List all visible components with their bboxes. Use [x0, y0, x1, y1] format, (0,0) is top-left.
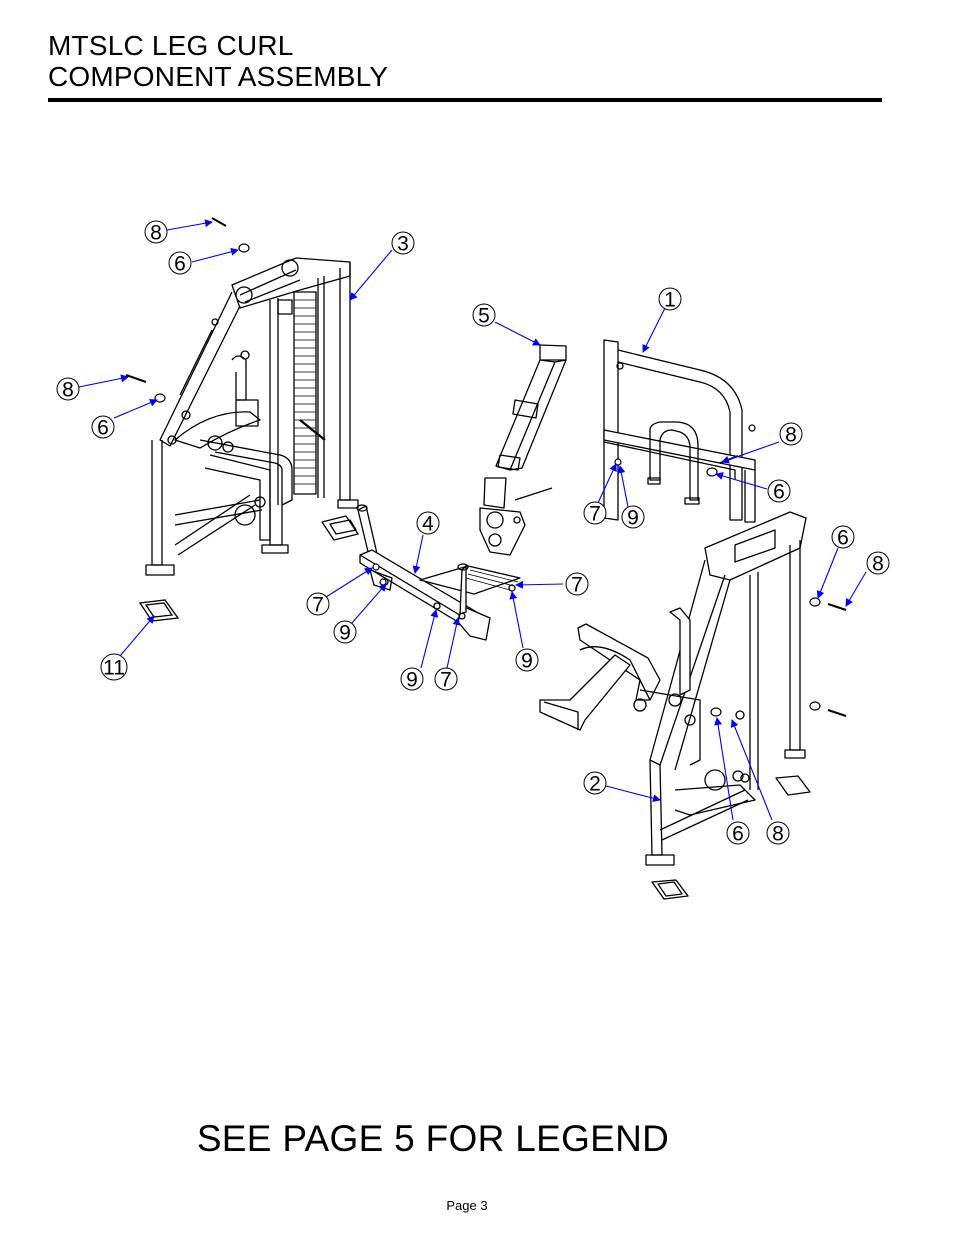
callout-label: 6	[773, 481, 785, 504]
title-underline	[48, 98, 882, 102]
callout-label: 8	[150, 222, 162, 245]
frame-part-1	[603, 339, 756, 523]
callout-balloon: 8	[56, 377, 80, 402]
callout-label: 4	[422, 513, 434, 536]
callout-balloon: 6	[831, 525, 855, 550]
callout-label: 6	[837, 527, 849, 550]
callout-balloon: 6	[91, 415, 115, 440]
callout-balloon: 7	[306, 592, 330, 617]
callout-balloon: 7	[583, 501, 607, 526]
callout-label: 9	[339, 622, 351, 645]
callout-label: 1	[664, 289, 676, 312]
callout-label: 6	[97, 417, 109, 440]
page-number: Page 3	[446, 1198, 488, 1213]
callout-balloon: 5	[472, 303, 496, 328]
callout-balloon: 8	[866, 551, 890, 576]
frame-part-2	[539, 511, 811, 900]
legend-note: SEE PAGE 5 FOR LEGEND	[196, 1118, 670, 1159]
callout-label: 9	[521, 650, 533, 673]
hardware	[125, 217, 847, 717]
callout-label: 7	[571, 574, 583, 597]
callout-label: 9	[627, 507, 639, 530]
callout-balloon: 9	[400, 667, 424, 692]
callout-balloon: 6	[726, 821, 750, 846]
page-title-line-2: COMPONENT ASSEMBLY	[48, 61, 389, 92]
callout-label: 7	[440, 669, 452, 692]
callout-balloon: 6	[168, 251, 192, 276]
callout-label: 3	[397, 233, 409, 256]
callout-balloon: 2	[583, 771, 607, 796]
callout-label: 6	[174, 253, 186, 276]
callout-label: 2	[589, 773, 601, 796]
arm-part-5	[479, 344, 567, 556]
callout-label: 8	[872, 553, 884, 576]
callout-label: 6	[732, 823, 744, 846]
callout-label: 7	[312, 594, 324, 617]
page-title-line-1: MTSLC LEG CURL	[48, 30, 294, 61]
callout-balloon: 8	[779, 422, 803, 447]
callout-label: 9	[406, 669, 418, 692]
callout-label: 5	[478, 305, 490, 328]
callout-balloon: 7	[565, 572, 589, 597]
callout-balloon: 6	[767, 479, 791, 504]
callout-label: 8	[772, 823, 784, 846]
frame-part-3	[145, 257, 359, 576]
callout-label: 11	[103, 657, 125, 680]
callout-label: 8	[62, 379, 74, 402]
callout-balloon: 9	[515, 648, 539, 673]
callout-balloon: 8	[144, 220, 168, 245]
callout-balloon: 1	[658, 287, 682, 312]
callout-balloon: 8	[766, 821, 790, 846]
callout-balloon: 3	[391, 231, 415, 256]
callout-label: 8	[785, 424, 797, 447]
callout-balloon: 4	[416, 511, 440, 536]
callout-balloon: 7	[434, 667, 458, 692]
callout-balloon: 9	[333, 620, 357, 645]
callout-balloon: 11	[100, 653, 128, 681]
callout-leaders	[78, 219, 867, 821]
floor-pad-part-11	[138, 599, 180, 622]
callout-label: 7	[589, 503, 601, 526]
lever-part-4	[356, 504, 521, 641]
callout-balloon: 9	[621, 505, 645, 530]
